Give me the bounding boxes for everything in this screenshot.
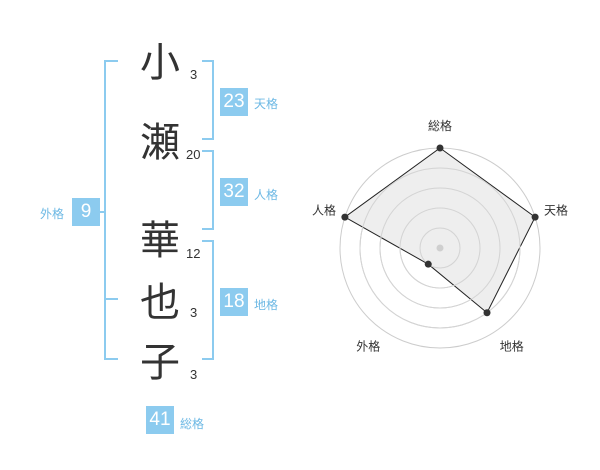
gaikaku-value: 9 — [72, 198, 100, 226]
name-char-2: 瀬 — [140, 120, 180, 166]
stroke-count-1: 3 — [190, 67, 198, 82]
name-char-5: 子 — [140, 340, 180, 386]
radar-ring-overlay-4 — [359, 167, 521, 329]
radar-point-2 — [531, 213, 539, 221]
radar-point-3 — [483, 309, 491, 317]
chikaku-label: 地格 — [254, 298, 279, 312]
tenkaku-bracket — [202, 60, 214, 140]
radar-axis-label-4: 外格 — [356, 339, 380, 354]
stroke-count-3: 12 — [186, 246, 201, 261]
gaikaku-bracket-tick — [104, 298, 118, 300]
chikaku-value: 18 — [220, 288, 248, 316]
radar-ring-overlay-1 — [419, 227, 461, 269]
stroke-count-2: 20 — [186, 147, 201, 162]
jinkaku-label: 人格 — [254, 188, 279, 202]
jinkaku-bracket — [202, 150, 214, 230]
stroke-count-4: 3 — [190, 305, 198, 320]
tenkaku-value: 23 — [220, 88, 248, 116]
tenkaku-label: 天格 — [254, 97, 279, 111]
chikaku-bracket — [202, 240, 214, 360]
radar-ring-overlay-2 — [399, 207, 481, 289]
radar-ring-overlay-3 — [379, 187, 501, 309]
jinkaku-value: 32 — [220, 178, 248, 206]
radar-axis-label-3: 地格 — [500, 339, 524, 354]
radar-point-1 — [436, 144, 444, 152]
gaikaku-bracket — [104, 60, 118, 360]
gaikaku-label: 外格 — [40, 207, 65, 221]
soukaku-value: 41 — [146, 406, 174, 434]
stroke-count-5: 3 — [190, 367, 198, 382]
radar-center — [436, 244, 444, 252]
radar-axis-label-2: 天格 — [544, 202, 568, 217]
radar-area — [343, 147, 536, 314]
name-char-1: 小 — [140, 40, 180, 86]
gaikaku-connector — [96, 211, 104, 213]
radar-point-4 — [424, 260, 432, 268]
name-char-3: 華 — [140, 218, 180, 264]
soukaku-label: 総格 — [180, 417, 205, 431]
name-char-4: 也 — [140, 280, 180, 326]
radar-axis-label-5: 人格 — [312, 202, 336, 217]
radar-axis-label-1: 総格 — [428, 118, 452, 133]
radar-point-5 — [341, 213, 349, 221]
